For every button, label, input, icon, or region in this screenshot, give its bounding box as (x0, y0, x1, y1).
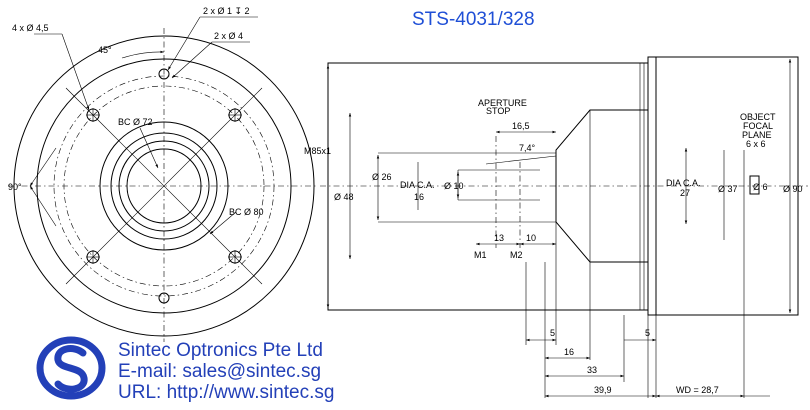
pin-hole (158, 68, 170, 80)
object-plane-label-1: OBJECT (740, 112, 776, 122)
hole-callout-2x4: 2 x Ø 4 (214, 31, 243, 41)
angle-arc-45 (121, 50, 165, 59)
thread-label: M85x1 (304, 146, 331, 156)
m2-label: M2 (510, 250, 523, 260)
leader-line (61, 33, 90, 111)
dim-10-label: 10 (526, 233, 536, 243)
diameter-48-label: Ø 48 (334, 192, 354, 202)
object-plane (749, 175, 760, 195)
front-view (8, 16, 318, 342)
hole-callout-2x1: 2 x Ø 1 ↧ 2 (203, 6, 250, 16)
hole-callout-4x45: 4 x Ø 4,5 (12, 23, 49, 33)
diameter-37-label: Ø 37 (718, 184, 738, 194)
object-plane-label-4: 6 x 6 (746, 139, 766, 149)
company-logo-icon (36, 336, 106, 400)
aperture-stop-label-1: APERTURE (478, 98, 527, 108)
side-view (320, 56, 808, 398)
clear-aperture-16-label-1: DIA C.A. (400, 180, 435, 190)
dim-5b-label: 5 (645, 328, 650, 338)
diameter-6-label: Ø 6 (753, 182, 768, 192)
bolt-circle-label-80: BC Ø 80 (229, 207, 264, 217)
bolt-circle-label-72: BC Ø 72 (118, 117, 153, 127)
leader-line (171, 41, 213, 79)
m1-label: M1 (474, 250, 487, 260)
dim-16-5-label: 16,5 (512, 121, 530, 131)
clear-aperture-27-label-1: DIA C.A. (666, 178, 701, 188)
dim-5a-label: 5 (550, 328, 555, 338)
dim-39-9-label: 39,9 (594, 385, 612, 395)
company-email: E-mail: sales@sintec.sg (118, 361, 322, 382)
dim-16-label: 16 (564, 347, 574, 357)
leader-line (167, 16, 201, 71)
clear-aperture-27-label-2: 27 (680, 188, 690, 198)
diameter-90-label: Ø 90 (783, 184, 803, 194)
object-plane-label-3: PLANE (742, 130, 772, 140)
working-distance-label: WD = 28,7 (676, 385, 719, 395)
aperture-stop-label-2: STOP (486, 106, 510, 116)
model-title: STS-4031/328 (412, 9, 535, 30)
leader-line (209, 211, 237, 235)
dim-13-label: 13 (494, 233, 504, 243)
angle-label-45: 45° (98, 45, 112, 55)
company-name: Sintec Optronics Pte Ltd (118, 340, 323, 361)
lens-cone (555, 109, 648, 263)
diameter-26-label: Ø 26 (372, 172, 392, 182)
diameter-10-label: Ø 10 (444, 181, 464, 191)
company-url: URL: http://www.sintec.sg (118, 382, 335, 403)
angle-7-4-label: 7,4° (519, 143, 536, 153)
dim-33-label: 33 (587, 365, 597, 375)
leader-line (139, 127, 159, 169)
object-plane-label-2: FOCAL (743, 121, 773, 131)
pin-hole (158, 292, 170, 304)
angle-label-90: 90° (8, 182, 22, 192)
clear-aperture-16-label-2: 16 (414, 192, 424, 202)
